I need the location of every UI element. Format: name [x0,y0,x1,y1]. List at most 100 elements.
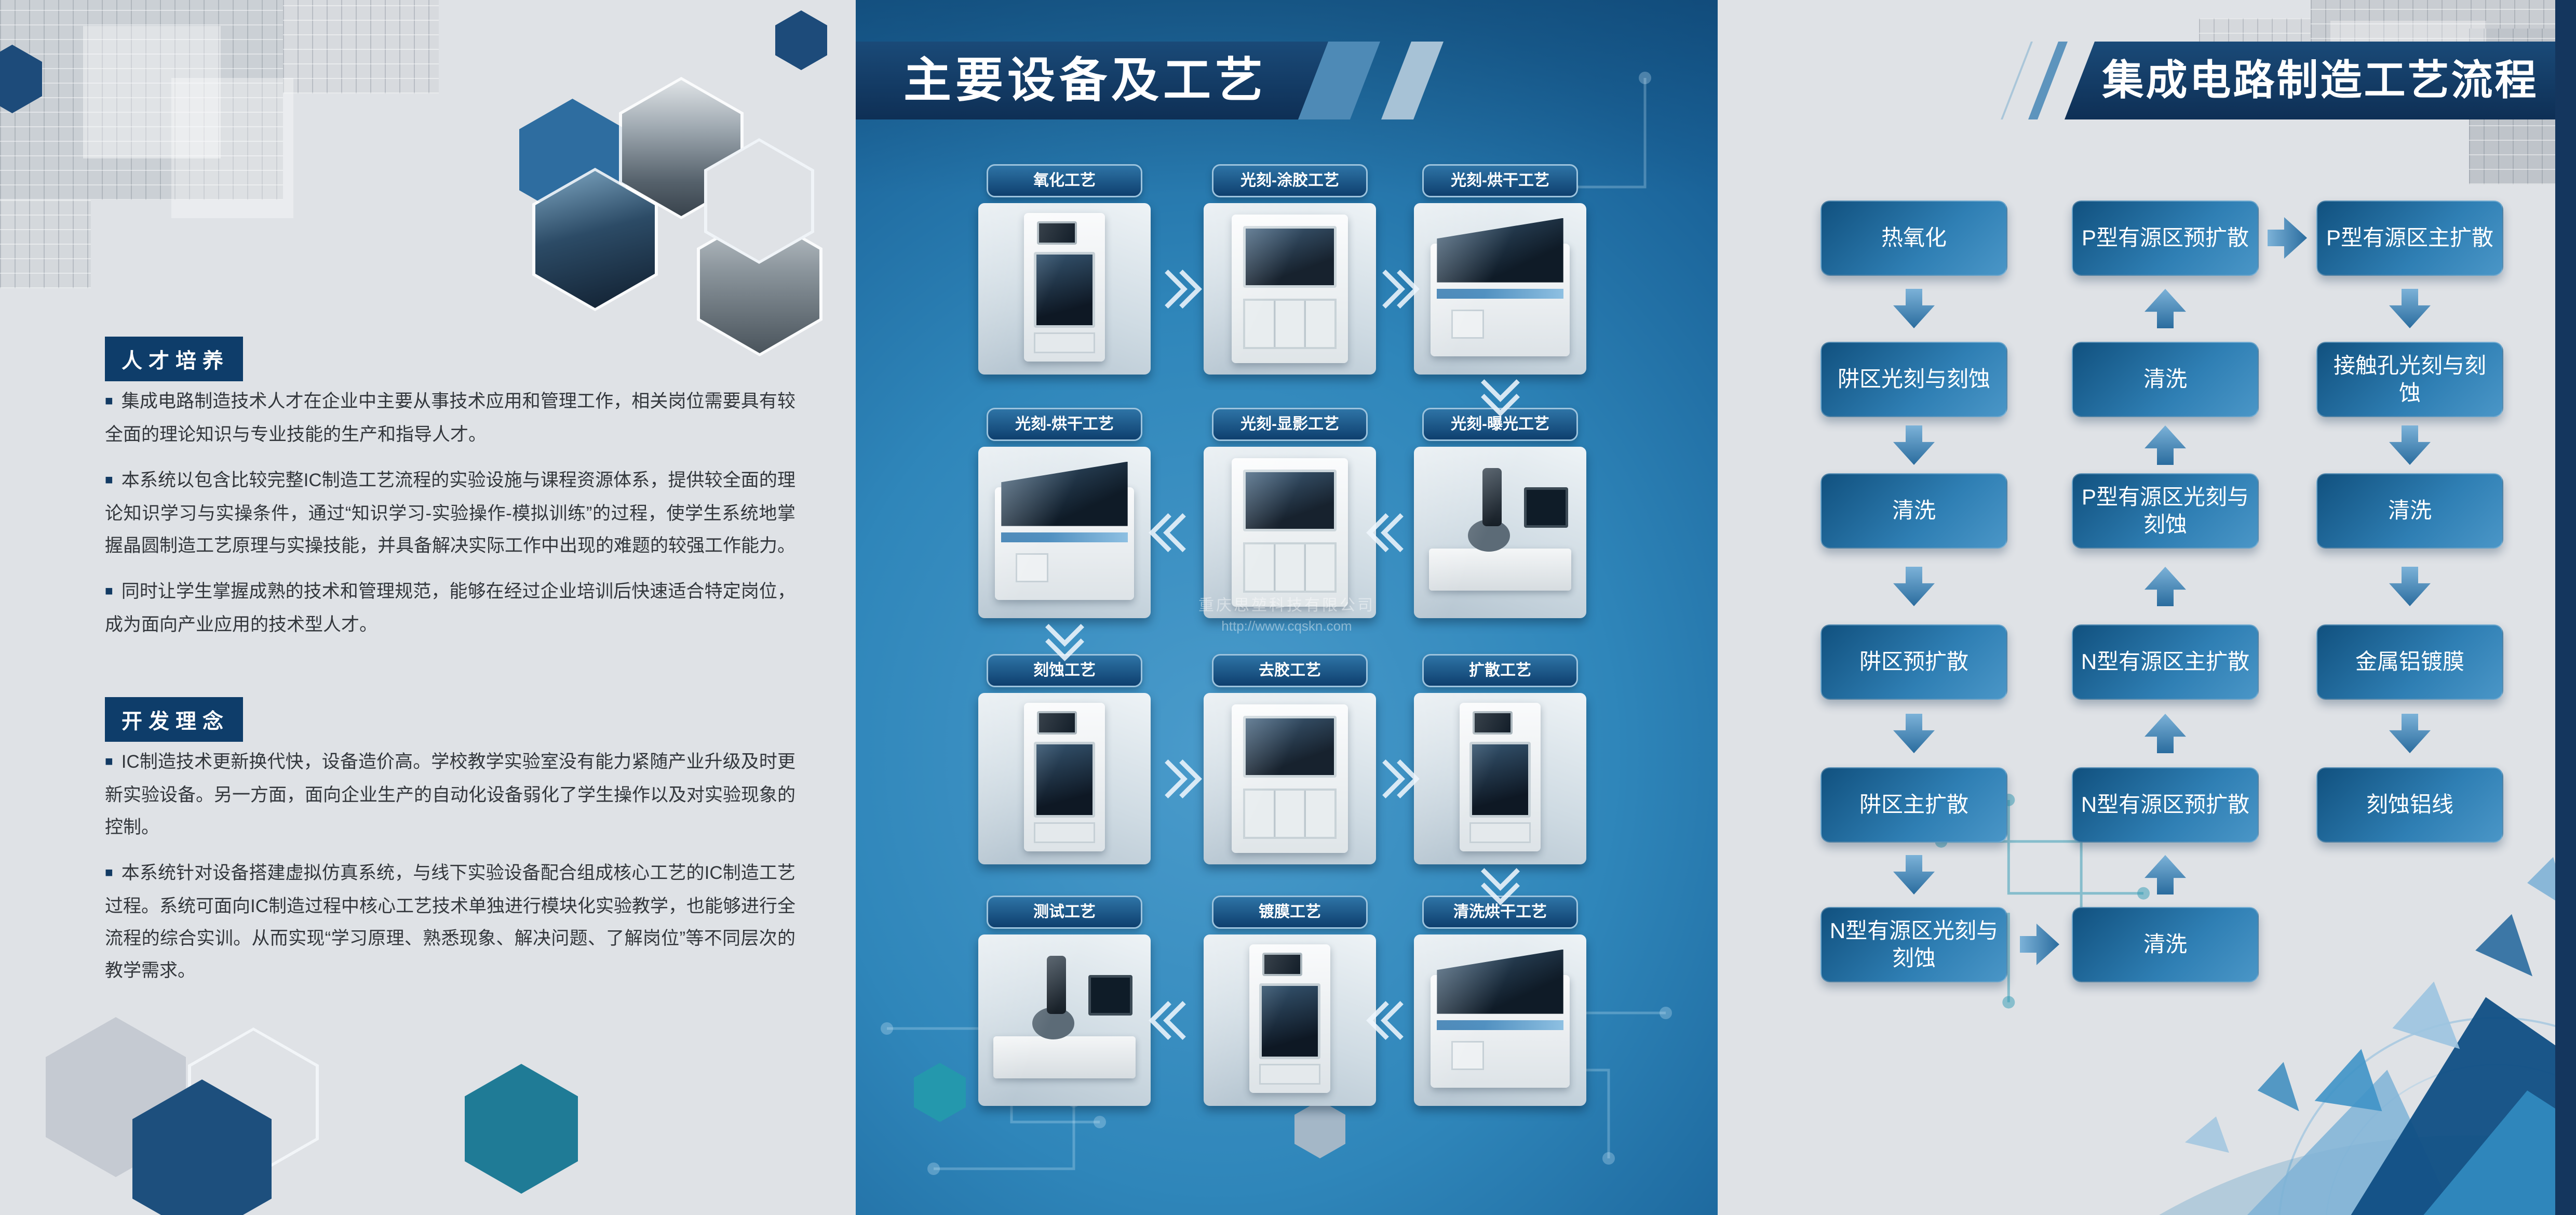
machine-part [1243,788,1337,839]
photo-hexagon-meeting [619,77,744,219]
machine-part [994,487,1135,600]
machine-part [1482,468,1502,526]
flow-box: P型有源区预扩散 [2072,201,2259,276]
equipment-label: 光刻-烘干工艺 [987,408,1142,441]
paragraph-text: 同时让学生掌握成熟的技术和管理规范，能够在经过企业培训后快速适合特定岗位，成为面… [105,581,795,635]
chevron-right-icon [1366,753,1420,805]
circuit-lines-decoration [881,72,1672,1175]
equipment-card-12: 清洗烘干工艺 [1414,896,1586,1106]
talent-paragraph-2: ■本系统以包含比较完整IC制造工艺流程的实验设施与课程资源体系，提供较全面的理论… [105,464,795,562]
machine-part [993,1036,1136,1078]
machine-part [1088,975,1133,1016]
hexagon-decoration [1294,1100,1345,1158]
middle-panel-title-banner: 主要设备及工艺 [856,42,1346,119]
flow-box: 阱区主扩散 [1820,767,2007,843]
machine-part [1016,553,1048,582]
cabinet-equipment-illustration [983,698,1145,859]
talent-paragraph-3: ■同时让学生掌握成熟的技术和管理规范，能够在经过企业培训后快速适合特定岗位，成为… [105,576,795,641]
flow-box: N型有源区预扩散 [2072,767,2259,843]
equipment-label: 刻蚀工艺 [987,654,1142,687]
flow-arrow-right-icon [2268,217,2307,259]
flow-arrow-up-icon [2145,289,2186,328]
equipment-card-10: 测试工艺 [978,896,1151,1106]
equipment-card-8: 去胶工艺 [1204,654,1376,864]
chevron-down-icon [1474,852,1526,905]
prober-equipment-illustration [1419,452,1581,613]
equipment-card-7: 刻蚀工艺 [978,654,1151,864]
flow-box: N型有源区光刻与刻蚀 [1820,907,2007,982]
chevron-down-icon [1039,608,1090,661]
bench-equipment-illustration [1419,940,1581,1101]
paragraph-text: IC制造技术更新换代快，设备造价高。学校教学实验室没有能力紧随产业升级及时更新实… [105,752,796,837]
equipment-label: 光刻-涂胶工艺 [1212,164,1368,197]
bullet-icon: ■ [105,393,113,408]
equipment-label: 光刻-显影工艺 [1212,408,1368,441]
circuit-photo-decoration [0,0,283,200]
bullet-icon: ■ [105,864,113,880]
equipment-card-2: 光刻-涂胶工艺 [1204,164,1376,375]
machine-part [1024,213,1105,362]
bullet-icon: ■ [105,583,113,598]
machine-part [1033,822,1096,843]
equipment-photo [978,693,1151,864]
circuit-photo-decoration [283,0,439,94]
equipment-grid: 氧化工艺光刻-涂胶工艺光刻-烘干工艺光刻-烘干工艺光刻-显影工艺光刻-曝光工艺刻… [856,0,1718,1215]
flow-arrow-up-icon [2145,855,2186,894]
equipment-photo [1414,203,1586,375]
machine-part [1033,251,1096,328]
prober-equipment-illustration [983,940,1145,1101]
flow-box: 接触孔光刻与刻蚀 [2316,342,2503,417]
equipment-photo [1414,447,1586,618]
hood-equipment-illustration [1209,208,1371,369]
machine-part [1451,310,1484,339]
flow-arrow-down-icon [1893,714,1935,753]
equipment-photo [1204,203,1376,375]
machine-part [1243,542,1337,593]
flow-box: 清洗 [2072,342,2259,417]
equipment-card-4: 光刻-烘干工艺 [978,408,1151,618]
machine-part [1430,975,1570,1088]
machine-part [1024,703,1105,851]
machine-part [1036,221,1077,245]
photo-hexagon-computer-lab [532,168,658,311]
watermark-company: 重庆思堃科技有限公司 [1198,597,1375,614]
flow-box: P型有源区光刻与刻蚀 [2072,473,2259,549]
watermark-url: http://www.cqskn.com [1221,618,1352,634]
cabinet-equipment-illustration [1419,698,1581,859]
flow-box: 阱区预扩散 [1820,624,2007,700]
equipment-label: 光刻-烘干工艺 [1422,164,1578,197]
bench-equipment-illustration [1419,208,1581,369]
equipment-card-5: 光刻-显影工艺 [1204,408,1376,618]
hexagon-decoration [465,1064,578,1194]
flow-arrow-down-icon [1893,289,1935,328]
chevron-right-icon [1149,263,1202,315]
middle-panel: 主要设备及工艺 氧化工艺光刻-涂胶工艺光刻-烘干工艺光刻-烘干工艺光刻-显影工艺… [856,0,1718,1215]
equipment-photo [1204,693,1376,864]
watermark: 重庆思堃科技有限公司 http://www.cqskn.com [1147,592,1427,634]
machine-part [1524,487,1569,528]
machine-part [1262,952,1302,976]
machine-part [1231,704,1348,853]
machine-part [1231,458,1348,607]
dev-paragraph-2: ■本系统针对设备搭建虚拟仿真系统，与线下实验设备配合组成核心工艺的IC制造工艺过… [105,857,795,987]
translucent-square-decoration [171,78,293,218]
circuit-photo-decoration [0,200,91,288]
machine-part [1036,711,1077,735]
equipment-label: 扩散工艺 [1422,654,1578,687]
flow-arrow-up-icon [2145,425,2186,465]
equipment-label: 清洗烘干工艺 [1422,896,1578,929]
machine-part [1001,461,1128,526]
machine-part [1259,1063,1321,1085]
flow-box: 热氧化 [1820,201,2007,276]
equipment-photo [978,447,1151,618]
equipment-photo [978,934,1151,1106]
equipment-label: 去胶工艺 [1212,654,1368,687]
machine-part [1472,711,1513,735]
machine-part [1430,244,1570,357]
machine-part [1437,949,1563,1014]
chevron-left-icon [1149,506,1202,558]
cabinet-equipment-illustration [983,208,1145,369]
section-title-development: 开发理念 [105,697,243,742]
